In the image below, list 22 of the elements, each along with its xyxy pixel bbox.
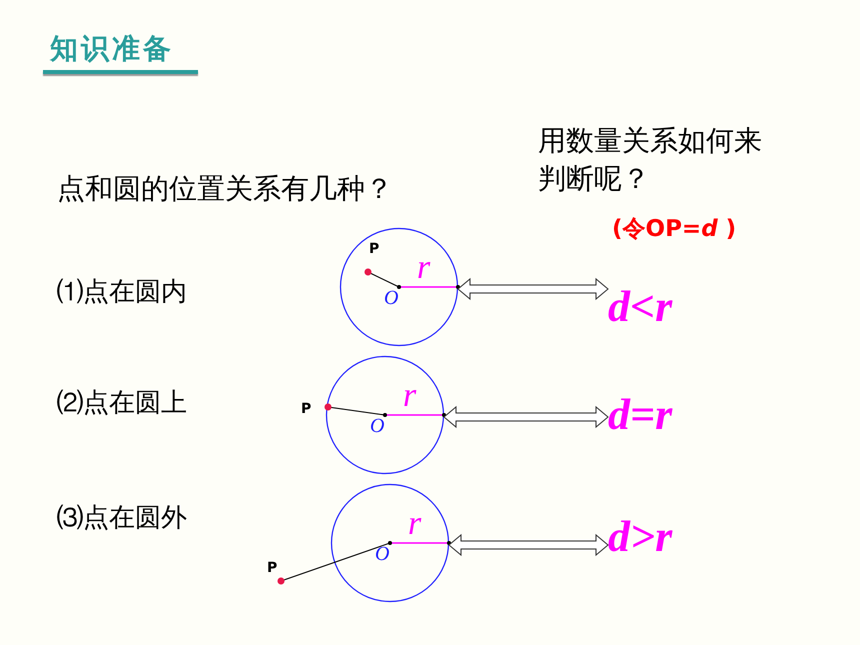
case-label: ⑶点在圆外 — [57, 502, 187, 535]
center-label: O — [375, 544, 390, 564]
case-label: ⑵点在圆上 — [57, 387, 187, 420]
question-text: 用数量关系如何来判断呢？ — [538, 123, 763, 197]
heading: 知识准备 — [50, 31, 174, 67]
relation-formula: d=r — [608, 393, 672, 437]
relation-formula: d<r — [608, 285, 672, 329]
point-label: P — [267, 560, 278, 576]
question-text: 点和圆的位置关系有几种？ — [57, 171, 393, 207]
point-label: P — [369, 241, 380, 257]
radius-label: r — [417, 251, 430, 285]
note-text: (令OP=d ) — [612, 215, 736, 244]
center-label: O — [370, 416, 384, 436]
double-arrow — [443, 406, 609, 428]
double-arrow — [457, 278, 609, 300]
point-label: P — [301, 401, 312, 417]
center-label: O — [384, 288, 398, 308]
radius-label: r — [408, 507, 422, 541]
case-label: ⑴点在圆内 — [57, 276, 187, 309]
radius-label: r — [403, 379, 416, 413]
double-arrow — [448, 534, 609, 556]
relation-formula: d>r — [608, 515, 672, 559]
